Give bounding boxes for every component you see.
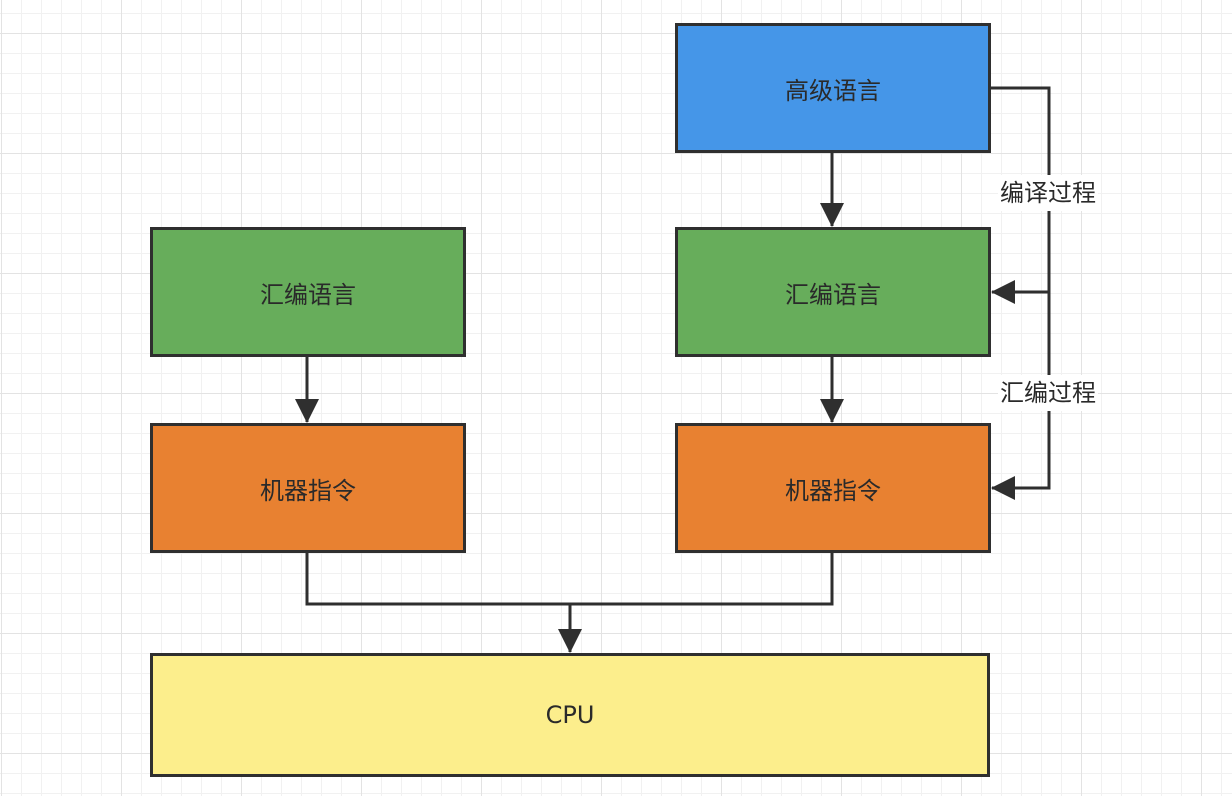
- merge-line: [305, 553, 834, 606]
- node-assembly-language-left[interactable]: 汇编语言: [150, 227, 466, 357]
- node-label: 高级语言: [785, 76, 881, 105]
- node-machine-instructions-left[interactable]: 机器指令: [150, 423, 466, 553]
- edge-label-assemble-process: 汇编过程: [998, 375, 1098, 411]
- node-assembly-language-right[interactable]: 汇编语言: [675, 227, 991, 357]
- node-label: CPU: [545, 701, 595, 729]
- edge-label-compile-process: 编译过程: [998, 175, 1098, 211]
- node-label: 机器指令: [785, 476, 881, 505]
- node-cpu[interactable]: CPU: [150, 653, 990, 777]
- node-machine-instructions-right[interactable]: 机器指令: [675, 423, 991, 553]
- node-label: 机器指令: [260, 476, 356, 505]
- arrow-assemble-process: [991, 292, 1051, 500]
- node-label: 汇编语言: [785, 280, 881, 309]
- node-high-level-language[interactable]: 高级语言: [675, 23, 991, 153]
- node-label: 汇编语言: [260, 280, 356, 309]
